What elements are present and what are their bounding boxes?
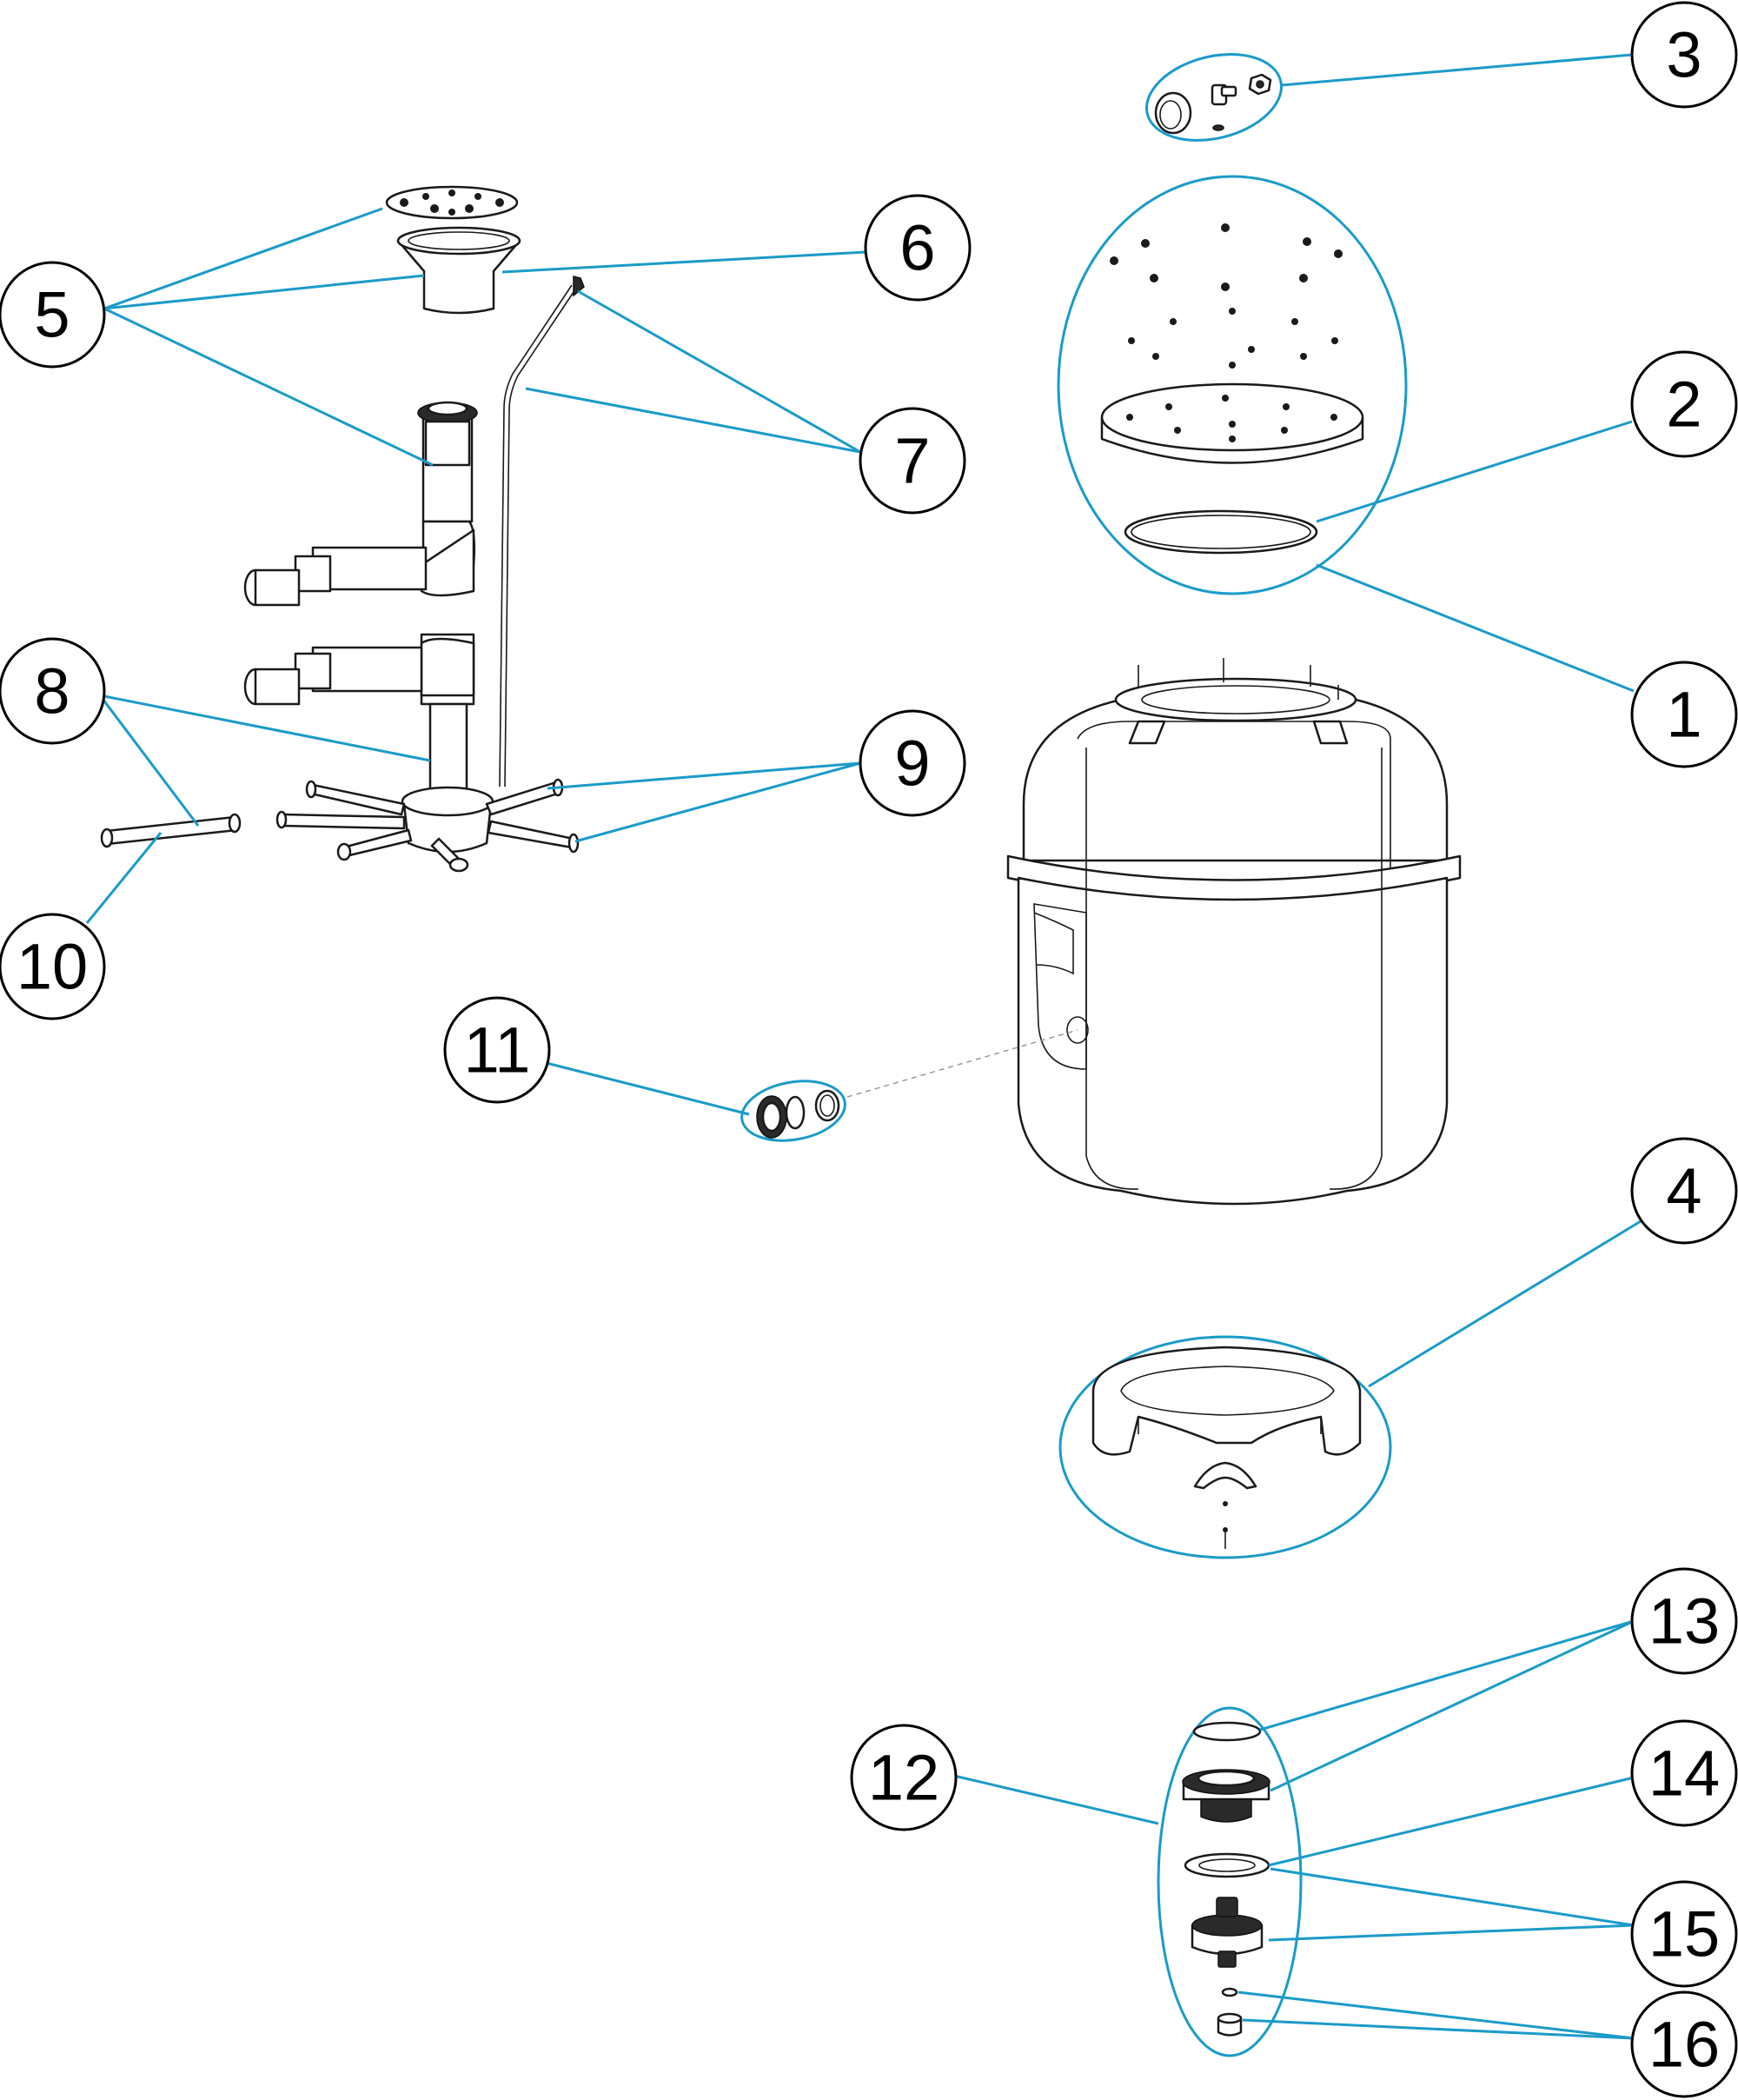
callout-7-label: 7 xyxy=(894,425,930,497)
part-11-group-ellipse xyxy=(740,1080,846,1142)
callout-6: 6 xyxy=(864,194,972,302)
leader-5c xyxy=(103,307,434,467)
part-12-drain-assembly xyxy=(1157,1706,1303,2057)
callout-11-label: 11 xyxy=(464,1014,531,1087)
callout-10-label: 10 xyxy=(17,931,88,1003)
callout-5-label: 5 xyxy=(34,279,70,351)
callout-6-label: 6 xyxy=(899,212,935,284)
internal-collector-assembly xyxy=(100,185,585,873)
leader-13a xyxy=(1259,1619,1635,1731)
callout-12-label: 12 xyxy=(868,1742,939,1814)
part-4-group-ellipse xyxy=(1058,1335,1392,1559)
callout-7: 7 xyxy=(859,407,966,515)
leader-lines xyxy=(85,53,1642,2040)
callout-9-label: 9 xyxy=(894,728,930,800)
callout-8-label: 8 xyxy=(34,655,70,728)
leader-5b xyxy=(103,274,425,310)
callout-9: 9 xyxy=(859,709,966,817)
filter-tank-body xyxy=(1006,658,1462,1206)
part-11-connector-line xyxy=(846,1029,1078,1098)
callout-1: 1 xyxy=(1630,661,1738,768)
leader-10 xyxy=(85,832,163,924)
callout-10: 10 xyxy=(0,913,106,1020)
callout-2-label: 2 xyxy=(1666,369,1702,441)
leader-11 xyxy=(542,1060,750,1116)
part-1-lid-assembly xyxy=(1057,175,1408,595)
leader-2 xyxy=(1316,420,1633,523)
leader-16b xyxy=(1242,2018,1635,2040)
leader-9a xyxy=(547,761,861,790)
leader-3 xyxy=(1281,53,1633,87)
callout-11: 11 xyxy=(443,996,551,1104)
callout-14: 14 xyxy=(1630,1719,1738,1827)
leader-8a xyxy=(99,694,431,762)
leader-16a xyxy=(1237,1990,1635,2040)
callout-4: 4 xyxy=(1630,1137,1738,1245)
callout-15-label: 15 xyxy=(1648,1898,1720,1970)
part-11-union xyxy=(740,1080,846,1142)
callout-3: 3 xyxy=(1630,1,1738,109)
part-1-group-ellipse xyxy=(1057,175,1408,595)
part-10-lateral-spare xyxy=(100,813,242,848)
callout-13-label: 13 xyxy=(1648,1585,1720,1658)
callout-4-label: 4 xyxy=(1666,1155,1702,1227)
lid-bolts xyxy=(1110,223,1343,369)
leader-8b xyxy=(98,694,200,827)
leader-9b xyxy=(574,761,861,843)
callout-1-label: 1 xyxy=(1666,679,1702,751)
callout-5: 5 xyxy=(0,261,106,369)
leader-13b xyxy=(1270,1619,1635,1792)
leader-15b xyxy=(1268,1924,1635,1942)
part-9-laterals xyxy=(275,778,580,873)
callout-2: 2 xyxy=(1630,350,1738,458)
leader-7a xyxy=(577,289,861,454)
part-3-group-ellipse xyxy=(1145,53,1283,142)
leader-6 xyxy=(501,250,866,274)
leader-5a xyxy=(103,207,383,310)
leader-7b xyxy=(525,387,861,454)
callout-3-label: 3 xyxy=(1666,19,1702,91)
callout-12: 12 xyxy=(850,1724,958,1831)
callout-16: 16 xyxy=(1630,1990,1738,2098)
callout-13: 13 xyxy=(1630,1567,1738,1675)
leader-15a xyxy=(1270,1867,1635,1927)
leader-12 xyxy=(953,1774,1159,1825)
callout-8: 8 xyxy=(0,637,106,745)
leader-4 xyxy=(1368,1219,1642,1388)
leader-1 xyxy=(1316,563,1635,693)
callout-15: 15 xyxy=(1630,1880,1738,1988)
callout-14-label: 14 xyxy=(1648,1738,1720,1810)
part-4-base xyxy=(1058,1335,1392,1559)
callout-16-label: 16 xyxy=(1648,2009,1720,2081)
part-3-drain-kit xyxy=(1145,53,1283,142)
part-12-group-ellipse xyxy=(1157,1706,1303,2057)
leader-14 xyxy=(1268,1776,1635,1867)
